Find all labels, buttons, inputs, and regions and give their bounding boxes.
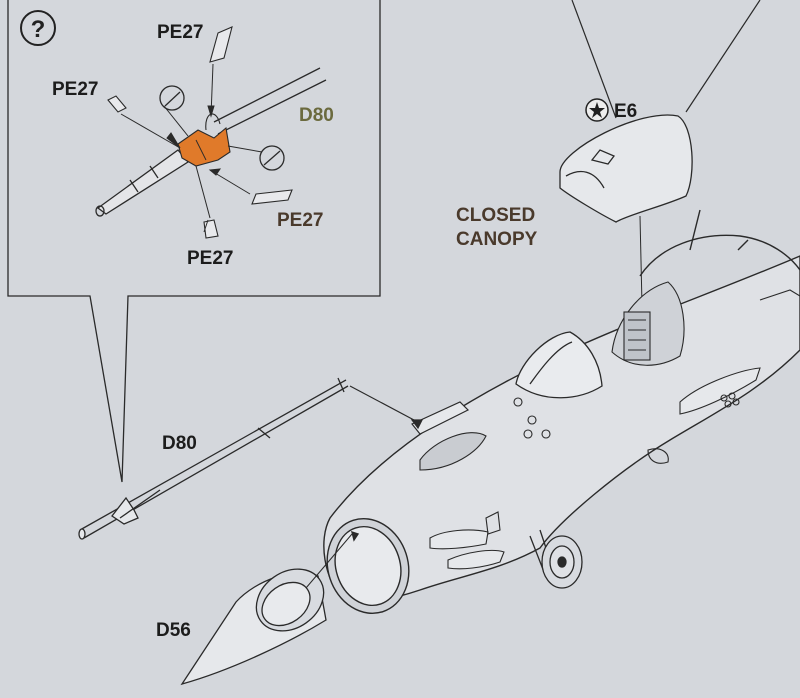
label-d80: D80 [162,433,197,454]
label-pe27-left: PE27 [52,79,99,100]
svg-text:?: ? [31,16,46,43]
fuselage-panel-details [419,289,800,570]
label-pe27-top: PE27 [157,22,204,43]
nose-landing-gear [529,529,583,589]
pitot-probe-part-d80 [78,377,349,540]
windscreen [515,331,603,399]
label-closed-canopy: CLOSED CANOPY [456,205,538,250]
label-pe27-bottom: PE27 [187,248,234,269]
cockpit-seat [611,281,685,366]
label-pe27-right: PE27 [277,210,324,231]
label-d56: D56 [156,620,191,641]
pitot-mount [349,385,470,435]
star-circle-icon [585,98,609,122]
detail-leader-lines [120,63,263,233]
canopy-callout-lines [571,0,761,119]
label-e6: E6 [614,101,638,122]
detail-pe-parts [107,26,293,239]
nose-leader-line [305,533,353,589]
nose-cone-part-d56 [180,568,327,686]
help-question-icon: ? [20,10,56,46]
label-d80-detail: D80 [299,105,334,126]
canopy-part-e6 [559,114,693,223]
detail-callout [7,0,381,483]
cut-circle-icon [159,85,285,171]
nose-intake-ring [326,518,410,614]
